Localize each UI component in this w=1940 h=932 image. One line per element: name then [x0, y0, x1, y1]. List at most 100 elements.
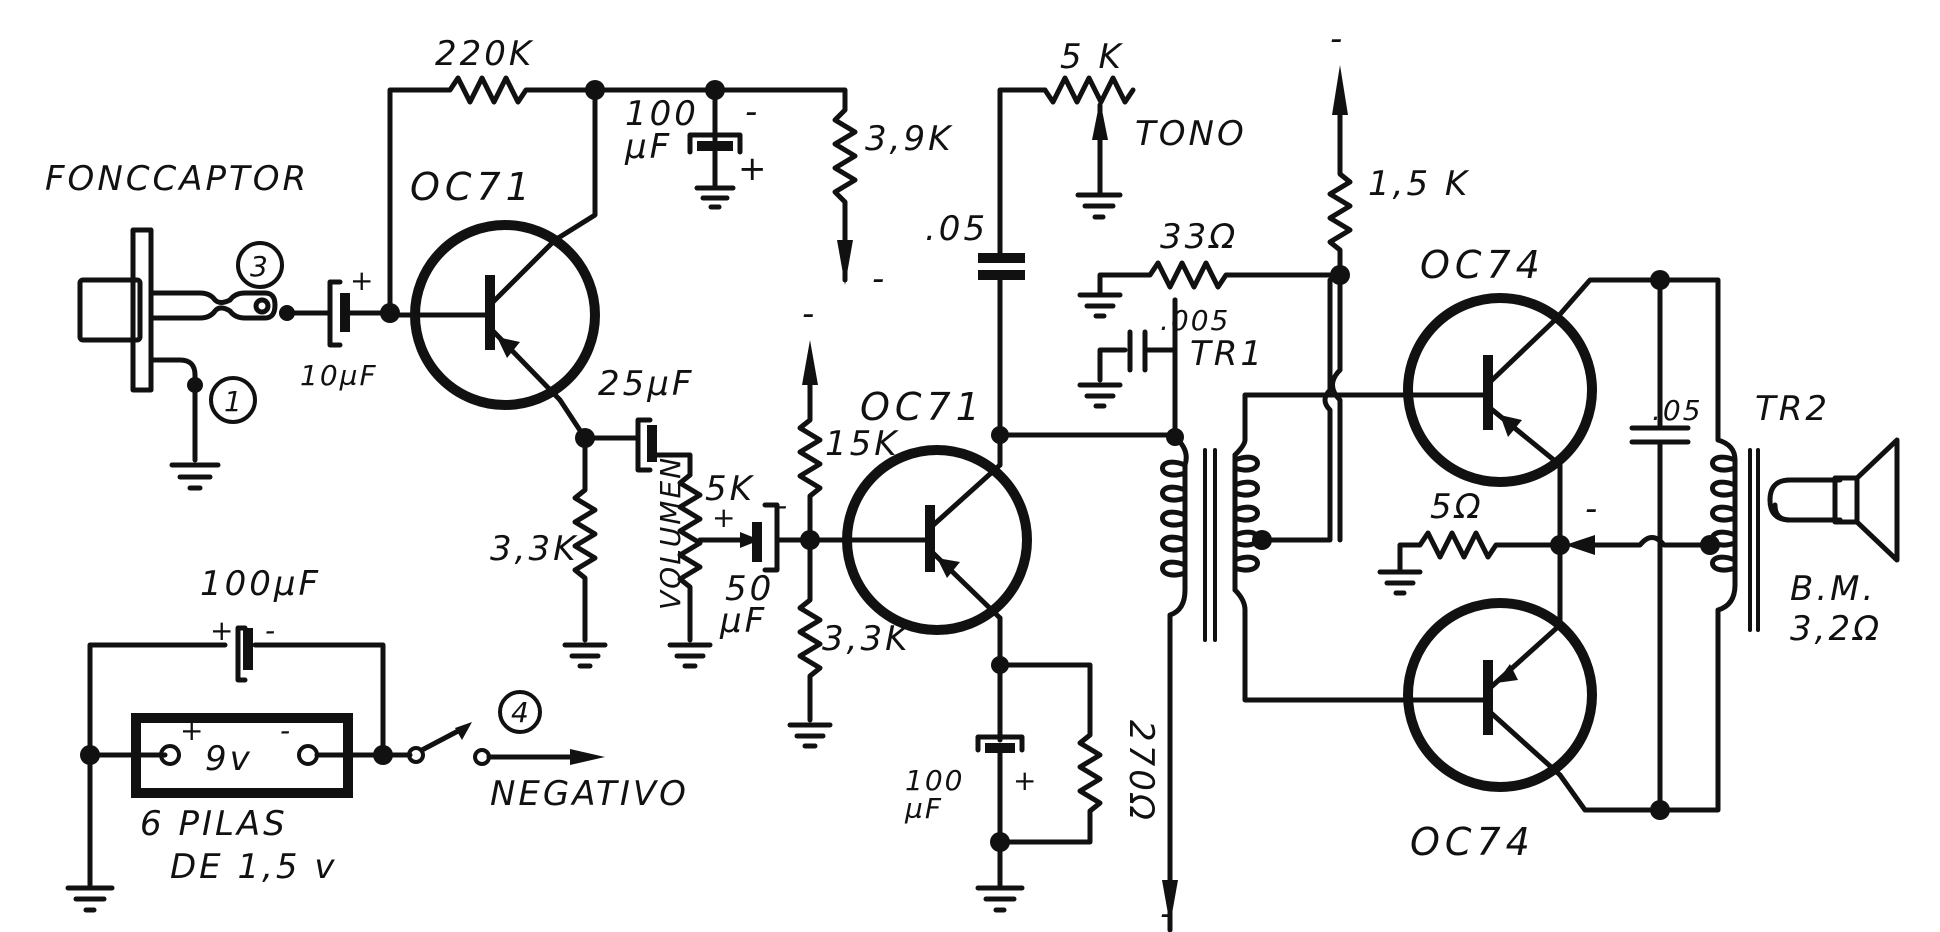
transformer-tr1: - TR1 — [997, 277, 1408, 932]
plus-sign: + — [1013, 764, 1038, 797]
minus-sign: - — [802, 294, 817, 334]
ground-icon — [169, 462, 221, 491]
resistor-3k3-bias: 3,3K — [787, 537, 910, 749]
resistor-33: 33Ω — [1077, 217, 1343, 319]
minus-sign: - — [1585, 489, 1600, 529]
negative-label: NEGATIVO — [490, 774, 689, 814]
transistor-q4-envelope — [1403, 598, 1597, 792]
plus-sign: + — [712, 501, 737, 534]
capacitor-10uf: + 10µF — [284, 264, 393, 392]
q2-label: OC71 — [860, 385, 985, 429]
capacitor-50uf: + - 50 µF — [712, 489, 813, 641]
terminal-1-badge — [209, 376, 257, 424]
transistor-q4: OC74 — [1402, 598, 1663, 864]
potentiometer-volume: VOLUMEN 5K — [654, 456, 760, 669]
transistor-q2: OC71 — [807, 385, 1032, 635]
c-tone-label: .05 — [925, 209, 988, 249]
r-5ohm-label: 5Ω — [1430, 487, 1484, 527]
c-emitter2-unit: µF — [904, 792, 943, 825]
q1-label: OC71 — [410, 165, 535, 209]
center-tap-wire — [1330, 272, 1343, 543]
speaker-return-arrow: - — [1565, 489, 1713, 555]
transistor-q3: OC74 — [1317, 243, 1663, 487]
battery-section: + - 100µF 9v + - 6 PILAS DE 1,5 v — [65, 564, 393, 913]
speaker-icon: B.M. 3,2Ω — [1767, 437, 1900, 649]
volume-value-label: 5K — [705, 469, 755, 509]
c-output-label: .05 — [1652, 394, 1703, 427]
plus-sign: + — [350, 264, 375, 297]
pickup-flange — [130, 227, 154, 393]
terminal-1-label: 1 — [224, 385, 244, 418]
volume-label: VOLUMEN — [654, 456, 687, 610]
r-feedback-label: 220K — [435, 34, 534, 74]
phono-pickup: FONCCAPTOR 3 1 — [45, 159, 309, 491]
c-005-label: .005 — [1160, 304, 1230, 337]
r-emitter1-label: 3,3K — [490, 529, 578, 569]
speaker-name-label: B.M. — [1790, 569, 1876, 609]
r-3k9-label: 3,9K — [865, 119, 953, 159]
battery-cap-label: 100µF — [200, 564, 321, 604]
q3-label: OC74 — [1420, 243, 1545, 287]
capacitor-100uf-emitter: + 100 µF — [904, 662, 1038, 845]
pickup-body — [77, 277, 143, 343]
pickup-terminal-3 — [253, 297, 271, 315]
plus-sign: + — [210, 614, 235, 647]
minus-sign: - — [872, 259, 887, 299]
plus-sign: + — [180, 714, 205, 747]
collector-wire-q1 — [552, 87, 598, 243]
terminal-4-label: 4 — [511, 696, 531, 729]
q4-label: OC74 — [1410, 820, 1535, 864]
terminal-3-badge — [236, 241, 284, 289]
resistor-270: 270Ω — [997, 662, 1161, 845]
resistor-3k9: 3,9K - — [832, 87, 953, 299]
transistor-q1: OC71 — [387, 165, 600, 410]
battery-voltage-label: 9v — [205, 739, 253, 779]
pickup-label: FONCCAPTOR — [45, 159, 309, 199]
minus-sign: - — [1160, 894, 1175, 932]
r-1k5-label: 1,5 K — [1368, 164, 1470, 204]
tone-value-label: 5 K — [1060, 37, 1124, 77]
minus-sign: - — [1330, 19, 1345, 59]
minus-sign: - — [280, 714, 292, 747]
r-bias-bottom-label: 3,3K — [822, 619, 910, 659]
capacitor-25uf: 25µF — [582, 364, 694, 478]
c-input-label: 10µF — [300, 359, 378, 392]
transformer-tr2: TR2 — [1657, 277, 1830, 813]
resistor-3k3-emitter: 3,3K — [490, 435, 608, 669]
c-decouple-unit: µF — [624, 127, 672, 167]
c-decouple-value: 100 — [625, 94, 699, 134]
plus-sign: + — [738, 149, 770, 189]
speaker-impedance-label: 3,2Ω — [1790, 609, 1882, 649]
resistor-15k: - 15K — [797, 294, 900, 543]
minus-sign: - — [777, 489, 789, 522]
terminal-3-label: 3 — [250, 250, 270, 283]
capacitor-100uf-decouple: 100 µF - + — [624, 87, 770, 210]
ground-icon — [975, 839, 1025, 913]
pickup-lead-ground — [148, 357, 198, 463]
terminal-4-badge — [498, 690, 542, 734]
capacitor-005: .005 — [1077, 297, 1230, 409]
potentiometer-tone: 5 K TONO — [1042, 37, 1247, 220]
tr2-label: TR2 — [1755, 389, 1830, 429]
resistor-5ohm: 5Ω — [1377, 487, 1563, 596]
battery-desc-line1: 6 PILAS — [140, 804, 288, 844]
battery-desc-line2: DE 1,5 v — [170, 847, 337, 887]
c-coupling1-label: 25µF — [598, 364, 694, 404]
transistor-q3-envelope — [1403, 293, 1597, 487]
resistor-220k: 220K — [387, 34, 598, 316]
r-33-label: 33Ω — [1160, 217, 1238, 257]
node — [187, 377, 203, 393]
r-270-label: 270Ω — [1121, 720, 1161, 823]
c-coupling2-unit: µF — [719, 601, 767, 641]
minus-sign: - — [265, 614, 277, 647]
tone-label: TONO — [1135, 114, 1247, 154]
r-bias-top-label: 15K — [825, 424, 900, 464]
resistor-1k5: - 1,5 K — [1327, 19, 1470, 278]
c-emitter2-value: 100 — [905, 764, 964, 797]
minus-sign: - — [745, 92, 760, 132]
power-switch: 4 NEGATIVO — [380, 690, 689, 814]
node — [1700, 535, 1720, 555]
pickup-lead-hot — [148, 290, 278, 321]
c-coupling2-value: 50 — [725, 569, 774, 609]
